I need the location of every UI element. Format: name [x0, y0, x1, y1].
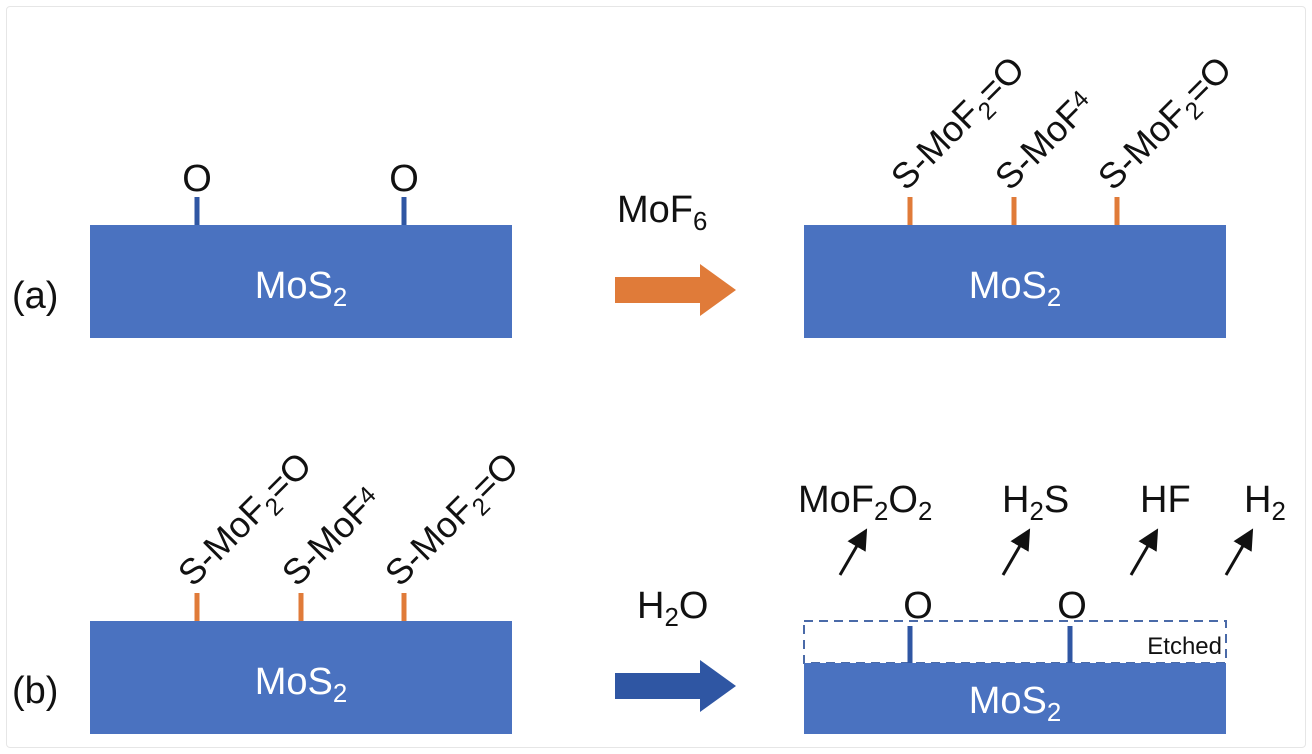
release-arrow-4 — [1224, 528, 1254, 576]
product-h2: H2 — [1244, 479, 1286, 526]
oxygen-site-a2: O — [389, 158, 419, 200]
reagent-h2o: H2O — [637, 585, 708, 632]
product-mof2o2: MoF2O2 — [798, 479, 932, 526]
block-label-b-before: MoS2 — [255, 661, 348, 708]
product-hf: HF — [1140, 479, 1191, 521]
reaction-arrow-a — [615, 264, 736, 316]
mos2-block-b-after — [804, 663, 1226, 734]
surface-species-a3: S-MoF2=O — [1090, 48, 1244, 202]
mos2-block-b-before — [90, 621, 512, 734]
block-label-b-after: MoS2 — [969, 680, 1062, 727]
block-label-a-before: MoS2 — [255, 265, 348, 312]
mos2-block-a-after — [804, 225, 1226, 338]
block-label-a-after: MoS2 — [969, 265, 1062, 312]
release-arrow-1 — [838, 528, 868, 576]
mos2-block-a-before — [90, 225, 512, 338]
etched-label: Etched — [1147, 633, 1222, 660]
release-arrow-3 — [1129, 528, 1159, 576]
oxygen-site-b2: O — [1057, 585, 1087, 627]
panel-label-b: (b) — [12, 670, 58, 712]
oxygen-site-a1: O — [182, 158, 212, 200]
product-h2s: H2S — [1002, 479, 1069, 526]
panel-label-a: (a) — [12, 275, 58, 317]
reagent-mof6: MoF6 — [617, 189, 707, 236]
oxygen-site-b1: O — [903, 585, 933, 627]
reaction-arrow-b — [615, 660, 736, 712]
release-arrow-2 — [1001, 528, 1031, 576]
surface-species-b3: S-MoF2=O — [377, 444, 531, 598]
